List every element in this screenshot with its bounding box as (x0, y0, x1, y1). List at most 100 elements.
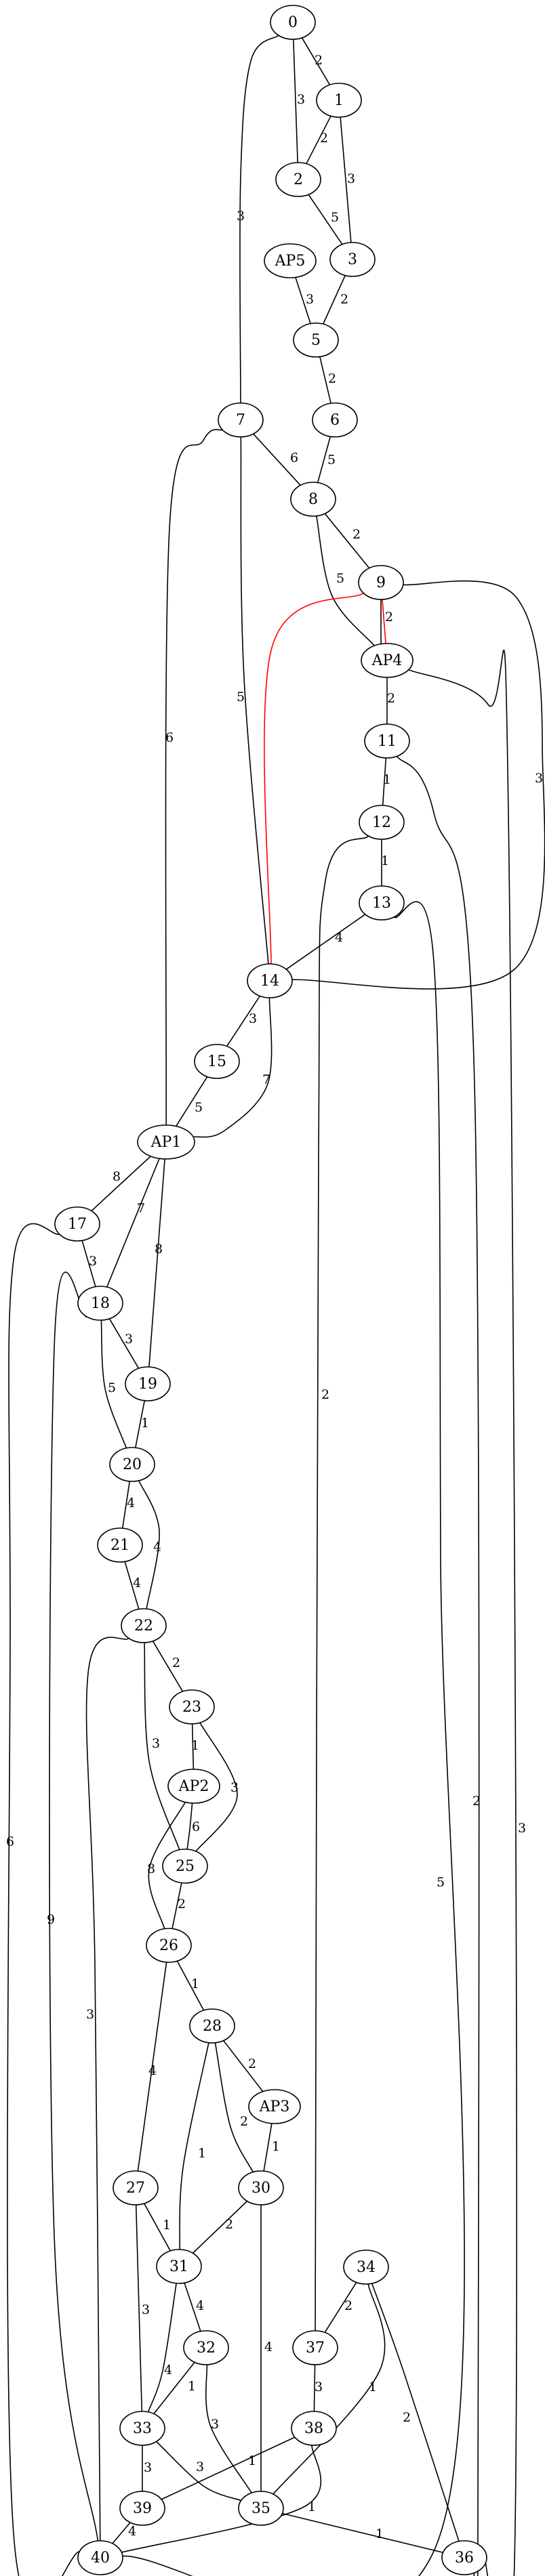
node-2: 2 (275, 162, 321, 197)
edge-weight-label: 3 (144, 2460, 152, 2475)
node-label: 6 (330, 412, 340, 429)
node-14: 14 (247, 963, 293, 998)
edge-5-6: 2 (319, 356, 336, 404)
node-label: 30 (251, 2180, 270, 2197)
node-label: 34 (357, 2259, 376, 2276)
edge-line (108, 1318, 140, 1369)
edge-9-14 (264, 593, 364, 965)
edge-34-37: 2 (324, 2282, 357, 2333)
node-ellipse (343, 2250, 389, 2285)
edge-line (313, 2364, 316, 2412)
node-label: 38 (304, 2420, 323, 2437)
node-label: 8 (308, 491, 318, 508)
node-1: 1 (316, 83, 362, 118)
edge-line (322, 275, 346, 324)
edge-line (100, 1319, 127, 1449)
edge-weight-label: 1 (191, 1977, 199, 1991)
edge-22-25: 3 (144, 1642, 180, 1851)
edge-39-40: 4 (112, 2522, 136, 2544)
edge-weight-label: 5 (336, 571, 344, 586)
edge-line (324, 513, 370, 569)
node-ellipse (109, 1447, 155, 1482)
node-11: 11 (364, 723, 410, 759)
node-label: 14 (260, 973, 279, 990)
edge-line (291, 580, 545, 990)
node-label: 39 (133, 2500, 152, 2517)
edge-20-21: 4 (121, 1481, 135, 1529)
edge-line (264, 593, 364, 965)
edge-25-26: 2 (171, 1882, 186, 1929)
node-33: 33 (119, 2411, 165, 2446)
node-label: 26 (159, 1937, 178, 1954)
edge-weight-label: 3 (125, 1332, 133, 1347)
edge-line (282, 2512, 443, 2554)
node-12: 12 (359, 805, 405, 840)
edge-14-AP1: 7 (193, 997, 272, 1138)
node-label: 31 (169, 2258, 188, 2275)
edge-line (301, 37, 331, 85)
edge-9-14: 3 (291, 580, 545, 990)
edge-line (148, 1158, 165, 1368)
edge-AP2-26: 8 (147, 1802, 186, 1929)
edge-32-33: 1 (153, 2361, 196, 2415)
edge-line (319, 356, 331, 404)
node-label: 23 (182, 1699, 201, 1716)
node-8: 8 (290, 482, 336, 517)
edge-weight-label: 9 (47, 1912, 55, 1927)
edge-weight-label: 7 (137, 1201, 145, 1216)
edge-line (161, 2436, 296, 2500)
edge-weight-label: 3 (518, 1821, 526, 1836)
edge-line (193, 997, 272, 1138)
edge-28-30: 2 (214, 2042, 254, 2172)
edge-0-1: 2 (301, 37, 331, 85)
edge-AP4-36: 3 (408, 650, 526, 2576)
edge-weight-label: 3 (237, 209, 245, 224)
edge-AP3-30: 1 (263, 2123, 280, 2172)
node-28: 28 (189, 2008, 235, 2044)
edge-line (308, 194, 343, 245)
edge-8-9: 2 (324, 513, 370, 569)
node-ellipse (293, 322, 339, 358)
node-18: 18 (77, 1286, 123, 1321)
node-39: 39 (119, 2491, 165, 2526)
edge-line (195, 1722, 238, 1852)
edge-weight-label: 1 (191, 1738, 199, 1753)
node-ellipse (248, 2089, 301, 2124)
node-AP5: AP5 (264, 243, 317, 278)
node-ellipse (218, 402, 264, 438)
node-label: 32 (197, 2340, 216, 2357)
edge-weight-label: 2 (320, 131, 328, 146)
node-13: 13 (359, 885, 405, 921)
edge-weight-label: 6 (6, 1834, 14, 1849)
edge-weight-label: 1 (163, 2218, 171, 2233)
edge-18-19: 3 (108, 1318, 140, 1369)
edge-weight-label: 8 (155, 1242, 163, 1257)
edge-26-28: 1 (176, 1960, 205, 2011)
edge-26-27: 4 (137, 1962, 167, 2172)
edge-27-31: 1 (144, 2203, 171, 2252)
edge-weight-label: 6 (290, 450, 298, 465)
edge-2-3: 5 (308, 194, 343, 245)
node-label: 20 (123, 1456, 142, 1473)
edge-weight-label: 2 (385, 610, 393, 625)
edge-line (295, 277, 311, 324)
edge-14-15: 3 (226, 995, 260, 1047)
edge-weight-label: 1 (376, 2527, 384, 2541)
edge-3-5: 2 (322, 275, 348, 324)
edge-7-AP1: 6 (165, 429, 223, 1126)
edge-line (49, 1271, 99, 2541)
edge-line (135, 2204, 143, 2412)
edge-6-8: 5 (317, 436, 336, 483)
node-ellipse (97, 1527, 143, 1563)
edge-30-31: 2 (192, 2201, 248, 2254)
edge-weight-label: 3 (152, 1736, 160, 1751)
edge-weight-label: 5 (327, 452, 336, 467)
edge-weight-label: 1 (198, 2146, 206, 2161)
edge-line (340, 117, 352, 243)
node-label: 11 (378, 733, 397, 750)
edge-37-38: 3 (313, 2364, 323, 2412)
edge-17-18: 3 (81, 1240, 97, 1287)
node-ellipse (183, 2330, 229, 2365)
edge-AP1-18: 7 (106, 1158, 160, 1288)
edge-line (382, 757, 387, 806)
